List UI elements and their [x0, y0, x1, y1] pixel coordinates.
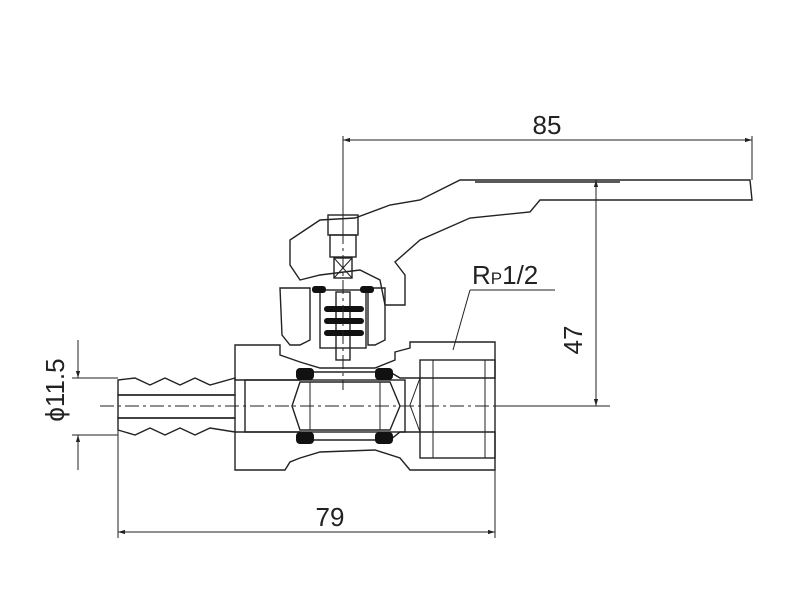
centerlines: [100, 205, 500, 407]
dimension-85-label: 85: [533, 110, 562, 140]
thread-label: RP1/2: [472, 260, 538, 290]
dimension-85: 85: [342, 110, 753, 215]
dimension-79: 79: [117, 430, 496, 538]
dimension-47-label: 47: [558, 326, 588, 355]
thread-callout: RP1/2: [452, 260, 555, 351]
dimension-47: 47: [496, 179, 620, 407]
stem-seals: [312, 286, 374, 336]
dimension-diameter: ϕ11.5: [40, 340, 118, 470]
dimension-diameter-label: ϕ11.5: [40, 358, 70, 421]
dimension-79-label: 79: [316, 502, 345, 532]
